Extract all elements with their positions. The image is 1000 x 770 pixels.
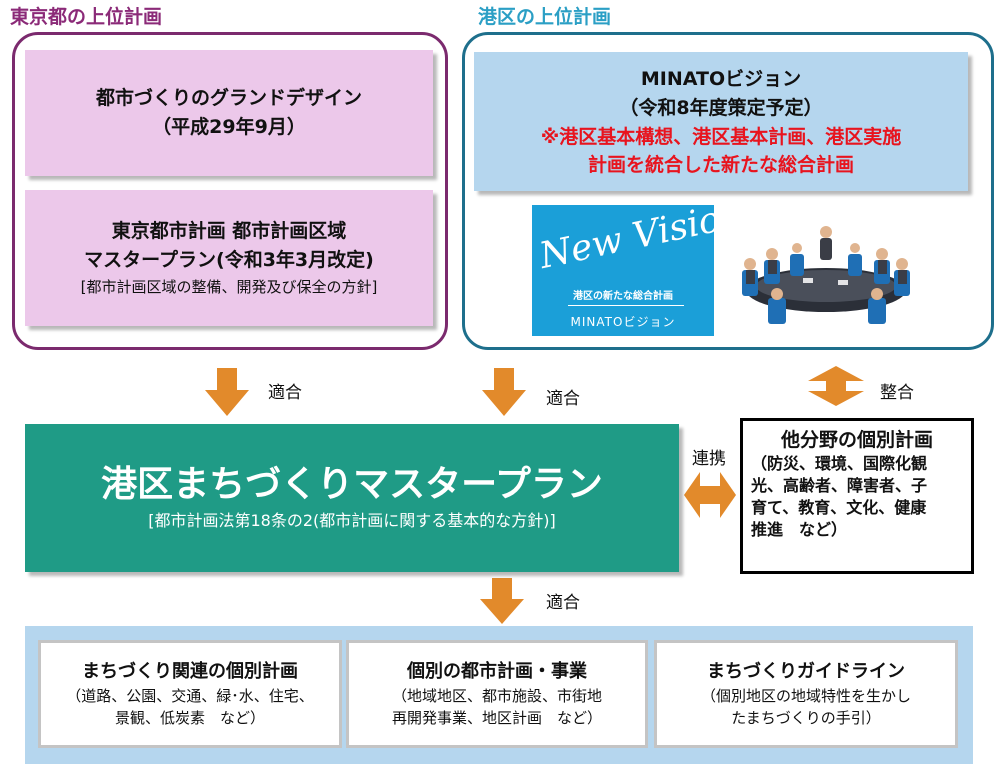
new-vision-brand: MINATOビジョン — [570, 315, 676, 329]
minato-master-plan-title: 港区まちづくりマスタープラン — [101, 464, 603, 505]
down-arrow-icon — [480, 578, 524, 624]
minato-master-plan-subtitle: [都市計画法第18条の2(都市計画に関する基本的な方針)] — [148, 511, 556, 530]
town-planning-plans-line: （道路、公園、交通、緑･水、住宅、 — [66, 687, 314, 705]
town-guidelines-line: （個別地区の地域特性を生かし — [700, 687, 911, 705]
tokyo-master-plan-title: 東京都市計画 都市計画区域 — [111, 220, 347, 242]
minato-master-plan-box: 港区まちづくりマスタープラン [都市計画法第18条の2(都市計画に関する基本的な… — [25, 424, 679, 572]
minato-vision-box: MINATOビジョン （令和8年度策定予定） ※港区基本構想、港区基本計画、港区… — [474, 52, 968, 191]
double-arrow-icon — [808, 366, 864, 406]
tokyo-section-label: 東京都の上位計画 — [10, 6, 163, 28]
tokyo-master-plan-subtitle: マスタープラン(令和3年3月改定) — [84, 249, 374, 271]
other-field-line: 光、高齢者、障害者、子 — [751, 476, 928, 495]
vision-note-line1: ※港区基本構想、港区基本計画、港区実施 — [540, 125, 902, 148]
town-guidelines-line: たまちづくりの手引） — [731, 709, 881, 727]
fit-label-main: 適合 — [546, 593, 580, 613]
vision-date: （令和8年度策定予定） — [619, 96, 823, 119]
vision-note-line2: 計画を統合した新たな総合計画 — [587, 153, 854, 176]
meeting-image — [742, 226, 910, 324]
new-vision-divider — [568, 305, 684, 306]
other-field-plans-title: 他分野の個別計画 — [780, 429, 933, 451]
link-label: 連携 — [692, 449, 726, 469]
down-arrow-icon — [205, 368, 249, 416]
double-arrow-icon — [684, 472, 736, 518]
tokyo-plan-frame — [12, 32, 448, 350]
vision-title: MINATOビジョン — [640, 67, 802, 90]
new-vision-logo-image: New Vision 港区の新たな総合計画 MINATOビジョン — [532, 205, 714, 336]
minato-plan-frame — [462, 32, 994, 350]
other-field-plans-box: 他分野の個別計画 （防災、環境、国際化観 光、高齢者、障害者、子 育て、教育、文… — [740, 418, 974, 574]
new-vision-subtitle: 港区の新たな総合計画 — [573, 291, 673, 302]
urban-plans-projects-title: 個別の都市計画・事業 — [407, 661, 587, 682]
grand-design-title: 都市づくりのグランドデザイン — [95, 87, 362, 109]
tokyo-master-plan-box: 東京都市計画 都市計画区域 マスタープラン(令和3年3月改定) [都市計画区域の… — [25, 190, 433, 326]
grand-design-date: （平成29年9月） — [152, 116, 306, 138]
fit-label-minato: 適合 — [546, 389, 580, 409]
minato-section-label: 港区の上位計画 — [478, 6, 612, 28]
town-planning-plans-box: まちづくり関連の個別計画 （道路、公園、交通、緑･水、住宅、 景観、低炭素 など… — [38, 640, 342, 748]
grand-design-box: 都市づくりのグランドデザイン （平成29年9月） — [25, 50, 433, 176]
harmony-label: 整合 — [880, 383, 914, 403]
down-arrow-icon — [482, 368, 526, 416]
town-planning-plans-line: 景観、低炭素 など） — [114, 709, 265, 727]
other-field-line: 推進 など） — [751, 520, 848, 539]
town-planning-plans-title: まちづくり関連の個別計画 — [82, 661, 298, 682]
new-vision-script: New Vision — [535, 205, 714, 278]
other-field-line: 育て、教育、文化、健康 — [751, 498, 927, 517]
town-guidelines-box: まちづくりガイドライン （個別地区の地域特性を生かし たまちづくりの手引） — [654, 640, 958, 748]
urban-plans-projects-line: 再開発事業、地区計画 など） — [391, 709, 602, 727]
urban-plans-projects-line: （地域地区、都市施設、市街地 — [391, 687, 602, 705]
other-field-plans-list: （防災、環境、国際化観 光、高齢者、障害者、子 育て、教育、文化、健康 推進 な… — [751, 453, 963, 541]
town-guidelines-title: まちづくりガイドライン — [707, 661, 905, 682]
tokyo-master-plan-note: [都市計画区域の整備、開発及び保全の方針] — [80, 278, 378, 296]
other-field-line: （防災、環境、国際化観 — [751, 454, 928, 473]
urban-plans-projects-box: 個別の都市計画・事業 （地域地区、都市施設、市街地 再開発事業、地区計画 など） — [346, 640, 648, 748]
fit-label-tokyo: 適合 — [268, 383, 302, 403]
